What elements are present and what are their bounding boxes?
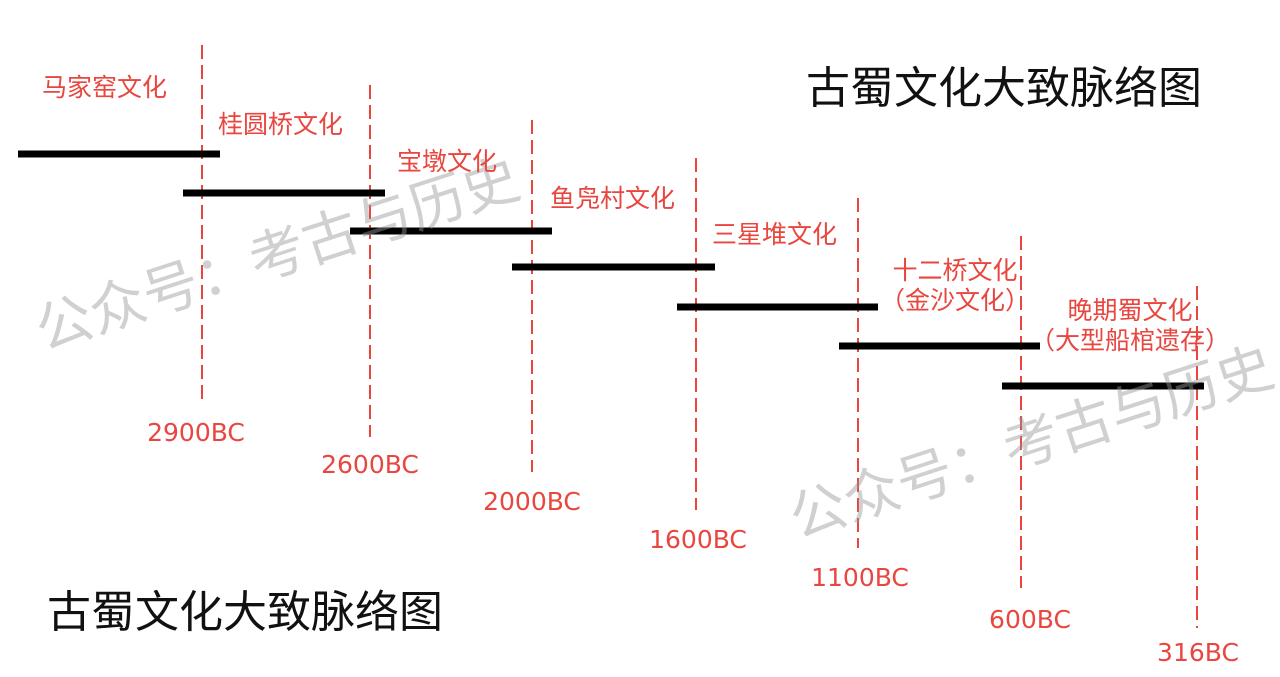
diagram-title-top: 古蜀文化大致脉络图 [806,63,1202,114]
culture-label-yufucun: 鱼凫村文化 [550,184,675,214]
culture-name: 三星堆文化 [712,220,838,249]
year-label-2000bc: 2000BC [483,487,581,516]
year-label-2600bc: 2600BC [321,450,419,479]
culture-label-sanxingdui: 三星堆文化 [712,220,837,250]
culture-label-shierqiao: 十二桥文化 （金沙文化） [880,256,1030,316]
culture-subtitle: （大型船棺遗存） [1030,326,1231,355]
diagram-title-bottom: 古蜀文化大致脉络图 [47,587,443,638]
year-label-600bc: 600BC [989,605,1071,634]
year-label-1600bc: 1600BC [649,525,747,554]
culture-name: 十二桥文化 [892,256,1018,285]
year-label-1100bc: 1100BC [811,563,909,592]
culture-label-majiayao: 马家窑文化 [42,73,167,103]
year-label-316bc: 316BC [1157,638,1239,667]
culture-name: 鱼凫村文化 [550,184,676,213]
culture-label-guiyuanqiao: 桂圆桥文化 [218,110,343,140]
culture-label-late-shu: 晚期蜀文化 （大型船棺遗存） [1030,296,1230,356]
culture-name: 晚期蜀文化 [1067,296,1193,325]
culture-name: 马家窑文化 [42,73,168,102]
year-label-2900bc: 2900BC [147,418,245,447]
culture-name: 桂圆桥文化 [218,110,344,139]
culture-name: 宝墩文化 [397,147,498,176]
culture-label-baodun: 宝墩文化 [397,147,497,177]
culture-subtitle: （金沙文化） [880,286,1031,315]
